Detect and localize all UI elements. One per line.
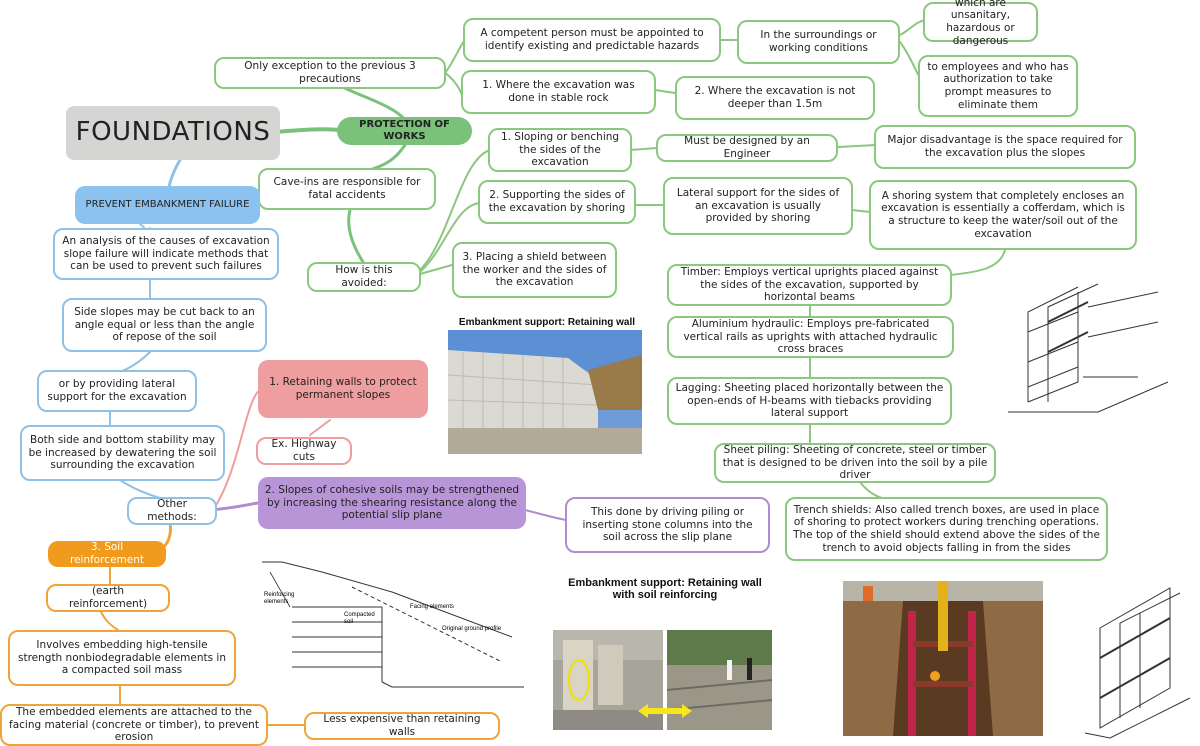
embedded-elements-node: The embedded elements are attached to th… [0,704,268,746]
soil-reinforcing-caption: Embankment support: Retaining wall with … [568,577,762,601]
sketch-label-facing: Facing elements [410,604,455,610]
only-exception-node: Only exception to the previous 3 precaut… [214,57,446,89]
cave-ins-node: Cave-ins are responsible for fatal accid… [258,168,436,210]
sketch-label-compacted: Compacted soil [344,612,375,625]
shield-node: 3. Placing a shield between the worker a… [452,242,617,298]
retaining-walls-node: 1. Retaining walls to protect permanent … [258,360,428,418]
shoring-node: 2. Supporting the sides of the excavatio… [478,180,636,224]
unsanitary-node: which are unsanitary, hazardous or dange… [923,0,1038,47]
competent-person-node: A competent person must be appointed to … [463,18,721,62]
protection-of-works-node: PROTECTION OF WORKS [337,117,472,145]
embedding-node: Involves embedding high-tensile strength… [8,630,236,686]
sloping-node: 1. Sloping or benching the sides of the … [488,128,632,172]
soil-reinforcing-photo-right [667,630,772,730]
stable-rock-node: 1. Where the excavation was done in stab… [461,70,656,114]
disadvantage-node: Major disadvantage is the space required… [874,125,1136,169]
retaining-wall-caption: Embankment support: Retaining wall [458,317,636,328]
less-expensive-node: Less expensive than retaining walls [304,712,500,740]
trench-shields-node: Trench shields: Also called trench boxes… [785,497,1108,561]
soil-reinforcing-photo-left [553,630,663,730]
lateral-support-node: or by providing lateral support for the … [37,370,197,412]
earth-reinforcement-node: (earth reinforcement) [46,584,170,612]
engineer-node: Must be designed by an Engineer [656,134,838,162]
sheet-piling-node: Sheet piling: Sheeting of concrete, stee… [714,443,996,483]
highway-cuts-node: Ex. Highway cuts [256,437,352,465]
how-avoided-node: How is this avoided: [307,262,421,292]
surroundings-node: In the surroundings or working condition… [737,20,900,64]
double-arrow-icon [638,703,692,718]
side-slopes-node: Side slopes may be cut back to an angle … [62,298,267,352]
analysis-node: An analysis of the causes of excavation … [53,228,279,280]
timber-shoring-sketch [988,282,1188,432]
central-title: FOUNDATIONS [66,106,280,160]
prevent-embankment-node: PREVENT EMBANKMENT FAILURE [75,186,260,224]
soil-reinforcement-node: 3. Soil reinforcement [48,541,166,567]
trench-box-photo [843,581,1043,736]
sketch-label-reinforcing: Reinforcing elements [264,592,295,605]
aluminium-node: Aluminium hydraulic: Employs pre-fabrica… [667,316,954,358]
soil-reinforcement-sketch [262,552,524,702]
sketch-label-original: Original ground profile [442,626,502,632]
driving-piling-node: This done by driving piling or inserting… [565,497,770,553]
not-deeper-node: 2. Where the excavation is not deeper th… [675,76,875,120]
lateral-shoring-node: Lateral support for the sides of an exca… [663,177,853,235]
retaining-wall-photo [448,330,642,454]
cohesive-soils-node: 2. Slopes of cohesive soils may be stren… [258,477,526,529]
lagging-node: Lagging: Sheeting placed horizontally be… [667,377,952,425]
employees-node: to employees and who has authorization t… [918,55,1078,117]
timber-node: Timber: Employs vertical uprights placed… [667,264,952,306]
dewatering-node: Both side and bottom stability may be in… [20,425,225,481]
hydraulic-shoring-sketch [1080,578,1198,740]
cofferdam-node: A shoring system that completely enclose… [869,180,1137,250]
other-methods-node: Other methods: [127,497,217,525]
